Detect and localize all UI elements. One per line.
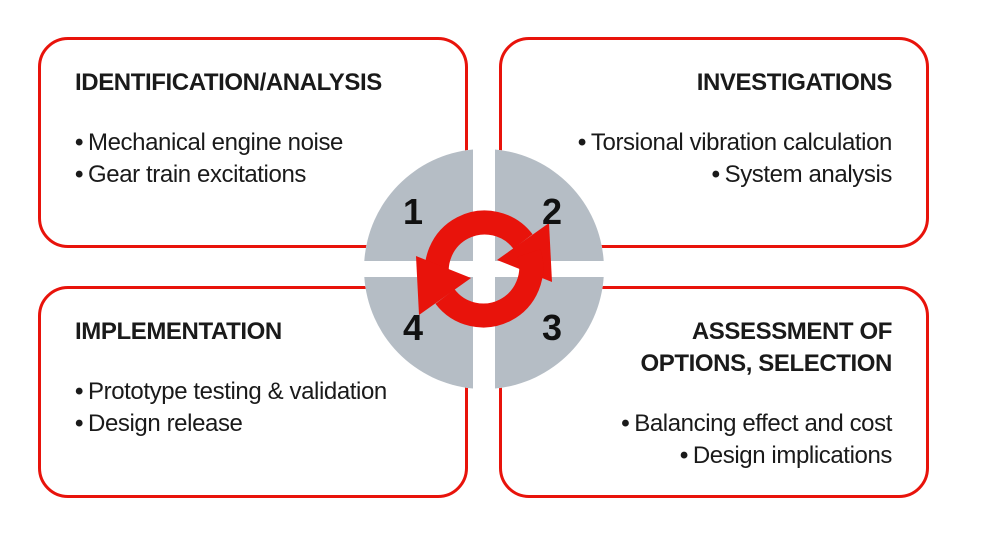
quadrant-number-1: 1 [402, 191, 424, 232]
bullet-item: System analysis [536, 159, 893, 191]
stage-box-implementation: IMPLEMENTATION Prototype testing & valid… [38, 286, 468, 498]
bullet-item: Design release [75, 408, 431, 440]
bullet-item: Design implications [536, 440, 893, 472]
stage-bullet-list: Balancing effect and cost Design implica… [536, 408, 892, 472]
cycle-hub [359, 144, 609, 394]
bullet-item: Mechanical engine noise [75, 127, 431, 159]
stage-bullet-list: Mechanical engine noise Gear train excit… [75, 127, 431, 191]
quadrant-number-2: 2 [541, 191, 563, 232]
stage-title: ASSESSMENT OF OPTIONS, SELECTION [640, 318, 893, 377]
cycle-arrows-icon [416, 210, 552, 328]
stage-title: IMPLEMENTATION [75, 318, 282, 345]
stage-bullet-list: Torsional vibration calculation System a… [536, 127, 893, 191]
stage-box-assessment-options-selection: ASSESSMENT OF OPTIONS, SELECTION Balanci… [499, 286, 929, 498]
bullet-item: Balancing effect and cost [536, 408, 892, 440]
quadrant-number-4: 4 [402, 307, 424, 348]
bullet-item: Prototype testing & validation [75, 376, 431, 408]
stage-bullet-list: Prototype testing & validation Design re… [75, 376, 431, 440]
stage-box-identification-analysis: IDENTIFICATION/ANALYSIS Mechanical engin… [38, 37, 468, 248]
stage-title: IDENTIFICATION/ANALYSIS [75, 69, 382, 96]
quadrant-circle-graphic [364, 149, 604, 389]
stage-box-investigations: INVESTIGATIONS Torsional vibration calcu… [499, 37, 929, 248]
bullet-item: Torsional vibration calculation [536, 127, 893, 159]
bullet-item: Gear train excitations [75, 159, 431, 191]
quadrant-number-3: 3 [541, 307, 563, 348]
stage-title: INVESTIGATIONS [696, 69, 893, 96]
